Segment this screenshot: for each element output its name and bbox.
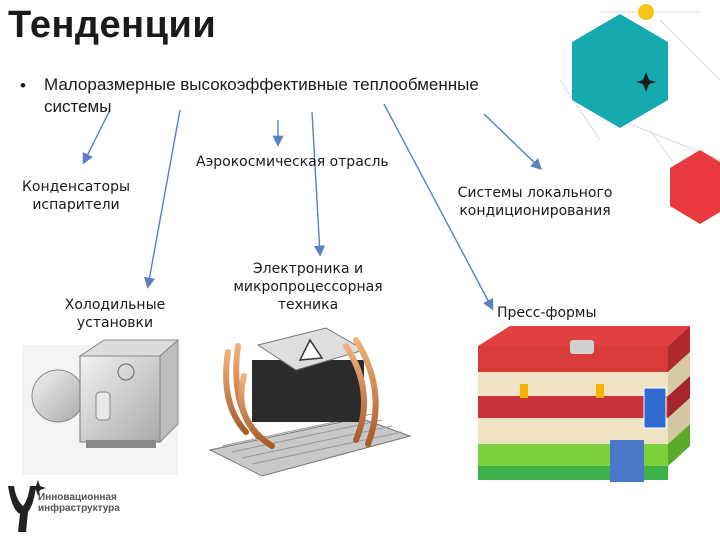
- label-refrigeration: Холодильные установки: [50, 296, 180, 332]
- logo-text: Инновационная инфраструктура: [38, 492, 120, 514]
- teal-hexagon: [572, 14, 668, 128]
- label-refrigeration-line2: установки: [76, 315, 154, 331]
- logo-mark: [8, 480, 46, 532]
- refrigeration-unit-image: [22, 338, 180, 475]
- logo-line2: инфраструктура: [38, 503, 120, 514]
- cpu-cooler-image: [208, 327, 412, 477]
- label-condensers-line1: Конденсаторы: [21, 179, 131, 195]
- bullet-text-line2: системы: [44, 97, 112, 116]
- arrow-electronics: [311, 111, 326, 257]
- label-electronics-line2: микропроцессорная: [233, 279, 383, 295]
- yellow-dot: [638, 4, 654, 20]
- label-electronics: Электроника и микропроцессорная техника: [218, 260, 398, 314]
- arrow-local-ac: [483, 113, 543, 170]
- slide-title: Тенденции: [8, 4, 217, 46]
- label-condensers: Конденсаторы испарители: [6, 178, 146, 214]
- bullet-text-line1: Малоразмерные высокоэффективные теплообм…: [44, 75, 479, 94]
- arrow-condensers: [82, 109, 111, 165]
- press-mold-image: [478, 326, 690, 482]
- arrow-refrigeration: [143, 109, 181, 289]
- sparkle-icon: [636, 72, 656, 92]
- label-electronics-line3: техника: [277, 297, 339, 313]
- label-press-molds: Пресс-формы: [497, 305, 597, 321]
- label-local-ac-line1: Системы локального: [457, 185, 613, 201]
- label-electronics-line1: Электроника и: [252, 261, 364, 277]
- label-condensers-line2: испарители: [32, 197, 120, 213]
- label-refrigeration-line1: Холодильные: [64, 297, 166, 313]
- label-local-ac-line2: кондиционирования: [459, 203, 611, 219]
- label-aerospace: Аэрокосмическая отрасль: [196, 154, 389, 170]
- logo-line1: Инновационная: [38, 492, 117, 503]
- red-hexagon: [670, 150, 720, 224]
- bullet-marker: •: [20, 76, 26, 95]
- arrow-press-molds: [383, 103, 494, 311]
- bullet-text: Малоразмерные высокоэффективные теплообм…: [44, 74, 544, 118]
- label-local-ac: Системы локального кондиционирования: [440, 184, 630, 220]
- hexagon-decoration: [559, 4, 720, 224]
- arrows: [82, 103, 543, 311]
